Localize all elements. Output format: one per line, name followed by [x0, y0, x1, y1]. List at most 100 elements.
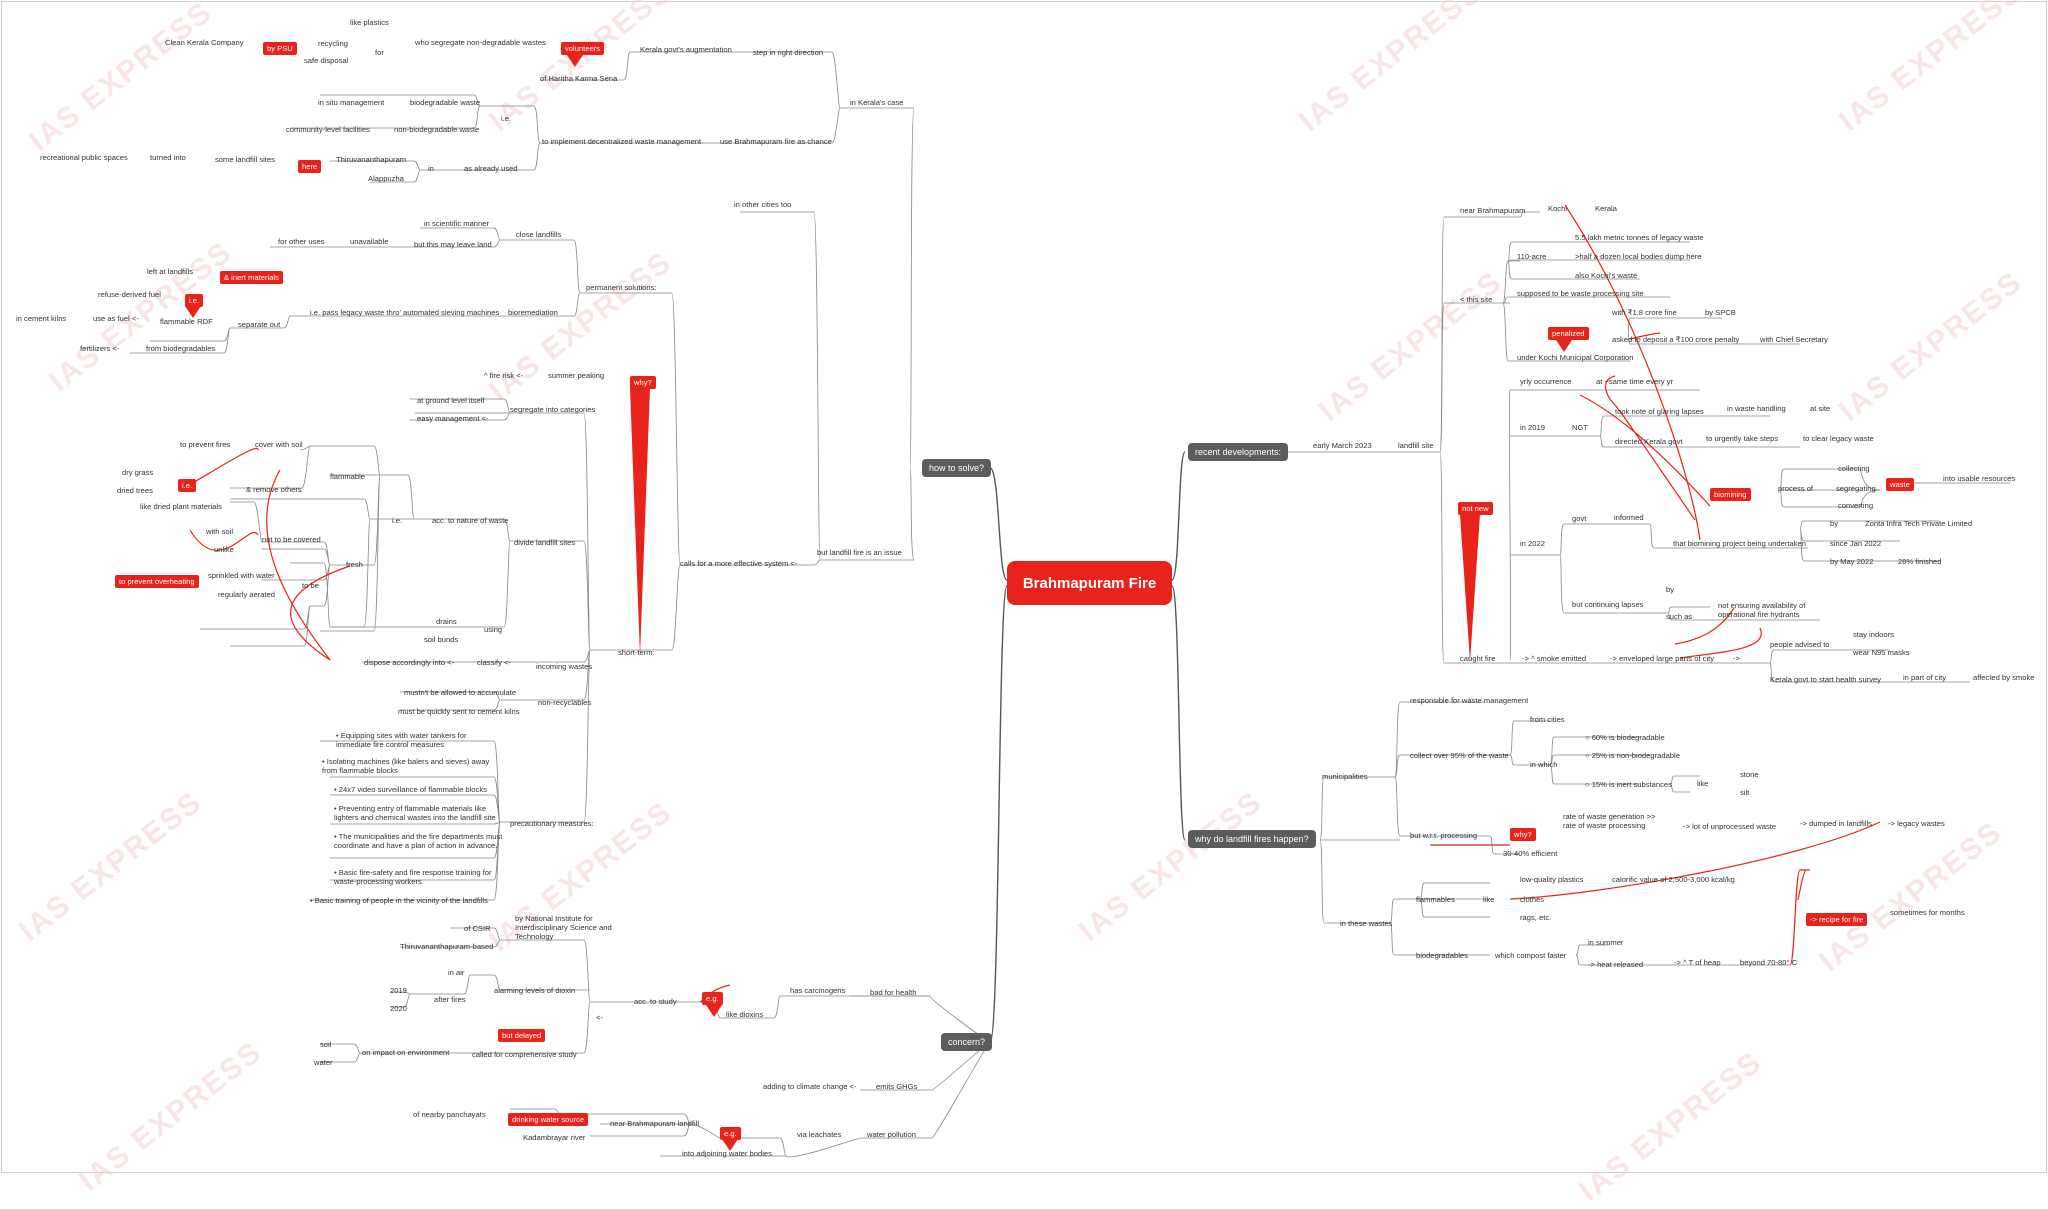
node: i.e. pass legacy waste thro' automated s… [310, 308, 500, 317]
node: left at landfills [147, 267, 194, 276]
node: in other cities too [734, 200, 792, 209]
node: sometimes for months [1890, 908, 1965, 917]
node: with Chief Secretary [1760, 335, 1828, 344]
waste-tag: waste [1886, 478, 1914, 491]
node: rate of waste generation >> rate of wast… [1563, 812, 1656, 831]
node: & remove others [246, 485, 302, 494]
node: in part of city [1903, 673, 1947, 682]
node: who segregate non-degradable wastes [415, 38, 546, 47]
node: clothes [1520, 895, 1545, 904]
node: water [314, 1058, 333, 1067]
node: -> enveloped large parts of city [1610, 654, 1715, 663]
node: turned into [150, 153, 186, 162]
branch-concern[interactable]: concern? [941, 1033, 993, 1051]
callout-pointer [706, 1005, 722, 1017]
branch-recent-developments[interactable]: recent developments: [1188, 443, 1289, 461]
node: like dried plant materials [140, 502, 222, 511]
central-topic[interactable]: Brahmapuram Fire [1007, 561, 1172, 605]
node: -> heat released [1588, 960, 1644, 969]
node: -> lot of unprocessed waste [1683, 822, 1777, 831]
node: called for comprehensive study [472, 1050, 577, 1059]
node: using [484, 625, 503, 634]
measure-item: • Equipping sites with water tankers for… [336, 731, 467, 750]
node: community-level facilities [286, 125, 370, 134]
node: permanent solutions: [586, 283, 657, 292]
node: in situ management [318, 98, 385, 107]
node: Clean Kerala Company [165, 38, 244, 47]
node: by [1666, 585, 1675, 594]
node: flammable [330, 472, 366, 481]
node: but w.r.t. processing [1410, 831, 1478, 840]
node: near Brahmapuram landfill [610, 1119, 700, 1128]
node: affected by smoke [1973, 673, 2035, 682]
node: drains [436, 617, 457, 626]
eg-tag: e.g. [702, 992, 723, 1005]
node: by May 2022 [1830, 557, 1874, 566]
node: in Kerala's case [850, 98, 904, 107]
node: for [375, 48, 384, 57]
node: summer peaking [548, 371, 605, 380]
node: flammable RDF [160, 317, 213, 326]
node: process of [1778, 484, 1814, 493]
node: from cities [1530, 715, 1565, 724]
node: at site [1810, 404, 1831, 413]
node: directed Kerala govt [1615, 437, 1683, 446]
node: like plastics [350, 18, 389, 27]
node: i.e. [501, 114, 512, 123]
node: asked to deposit a ₹100 crore penalty [1612, 335, 1740, 344]
node: but this may leave land [414, 240, 492, 249]
node: Kochi [1548, 204, 1567, 213]
node: regularly aerated [218, 590, 275, 599]
node: precautionary measures: [510, 819, 594, 828]
node: unavailable [350, 237, 389, 246]
node: mustn't be allowed to accumulate [404, 688, 517, 697]
node: converting [1838, 501, 1874, 510]
node: dried trees [117, 486, 153, 495]
node: low-quality plastics [1520, 875, 1584, 884]
callout-pointer [1556, 340, 1572, 352]
node: to urgently take steps [1706, 434, 1779, 443]
measure-item: • The municipalities and the fire depart… [334, 832, 503, 851]
delayed-tag: but delayed [498, 1029, 546, 1042]
node: that biomining project being undertaken [1673, 539, 1806, 548]
node: step in right direction [753, 48, 824, 57]
node: rags, etc. [1520, 913, 1552, 922]
node: into usable resources [1943, 474, 2016, 483]
node: acc. to nature of waste [432, 516, 509, 525]
node: 28% finished [1898, 557, 1942, 566]
node: by SPCB [1705, 308, 1736, 317]
node: sprinkled with water [208, 571, 275, 580]
branch-how-to-solve[interactable]: how to solve? [922, 459, 992, 477]
node: adding to climate change <- [763, 1082, 857, 1091]
node: not ensuring availability of operational… [1718, 601, 1806, 620]
node: flammables [1416, 895, 1455, 904]
node: responsible for waste management [1410, 696, 1529, 705]
node: in 2019 [1520, 423, 1545, 432]
node: recreational public spaces [40, 153, 128, 162]
node: recycling [318, 39, 348, 48]
measure-item: • Basic fire-safety and fire response tr… [334, 868, 492, 887]
callout-pointer [1460, 514, 1480, 662]
node: in which [1530, 760, 1558, 769]
node: ○ 25% is non-biodegradable [1585, 751, 1680, 760]
node: to be [302, 581, 319, 590]
biomining-tag: biomining [1710, 488, 1751, 501]
recipe-tag: -> recipe for fire [1806, 913, 1868, 926]
node: of nearby panchayats [413, 1110, 486, 1119]
node: but continuing lapses [1572, 600, 1644, 609]
penalized-tag: penalized [1548, 327, 1589, 340]
node: in summer [1588, 938, 1624, 947]
node: via leachates [797, 1130, 842, 1139]
node: < this site [1460, 295, 1493, 304]
node: classify <- [477, 658, 511, 667]
node: in air [448, 968, 465, 977]
node: Kadambrayar river [523, 1133, 586, 1142]
node: stay indoors [1853, 630, 1894, 639]
drinking-tag: drinking water source [508, 1113, 589, 1126]
node: separate out [238, 320, 281, 329]
node: govt [1572, 514, 1587, 523]
branch-why-fires[interactable]: why do landfill fires happen? [1188, 830, 1316, 848]
node: like dioxins [726, 1010, 764, 1019]
node: but landfill fire is an issue [817, 548, 902, 557]
node: since Jan 2022 [1830, 539, 1882, 548]
